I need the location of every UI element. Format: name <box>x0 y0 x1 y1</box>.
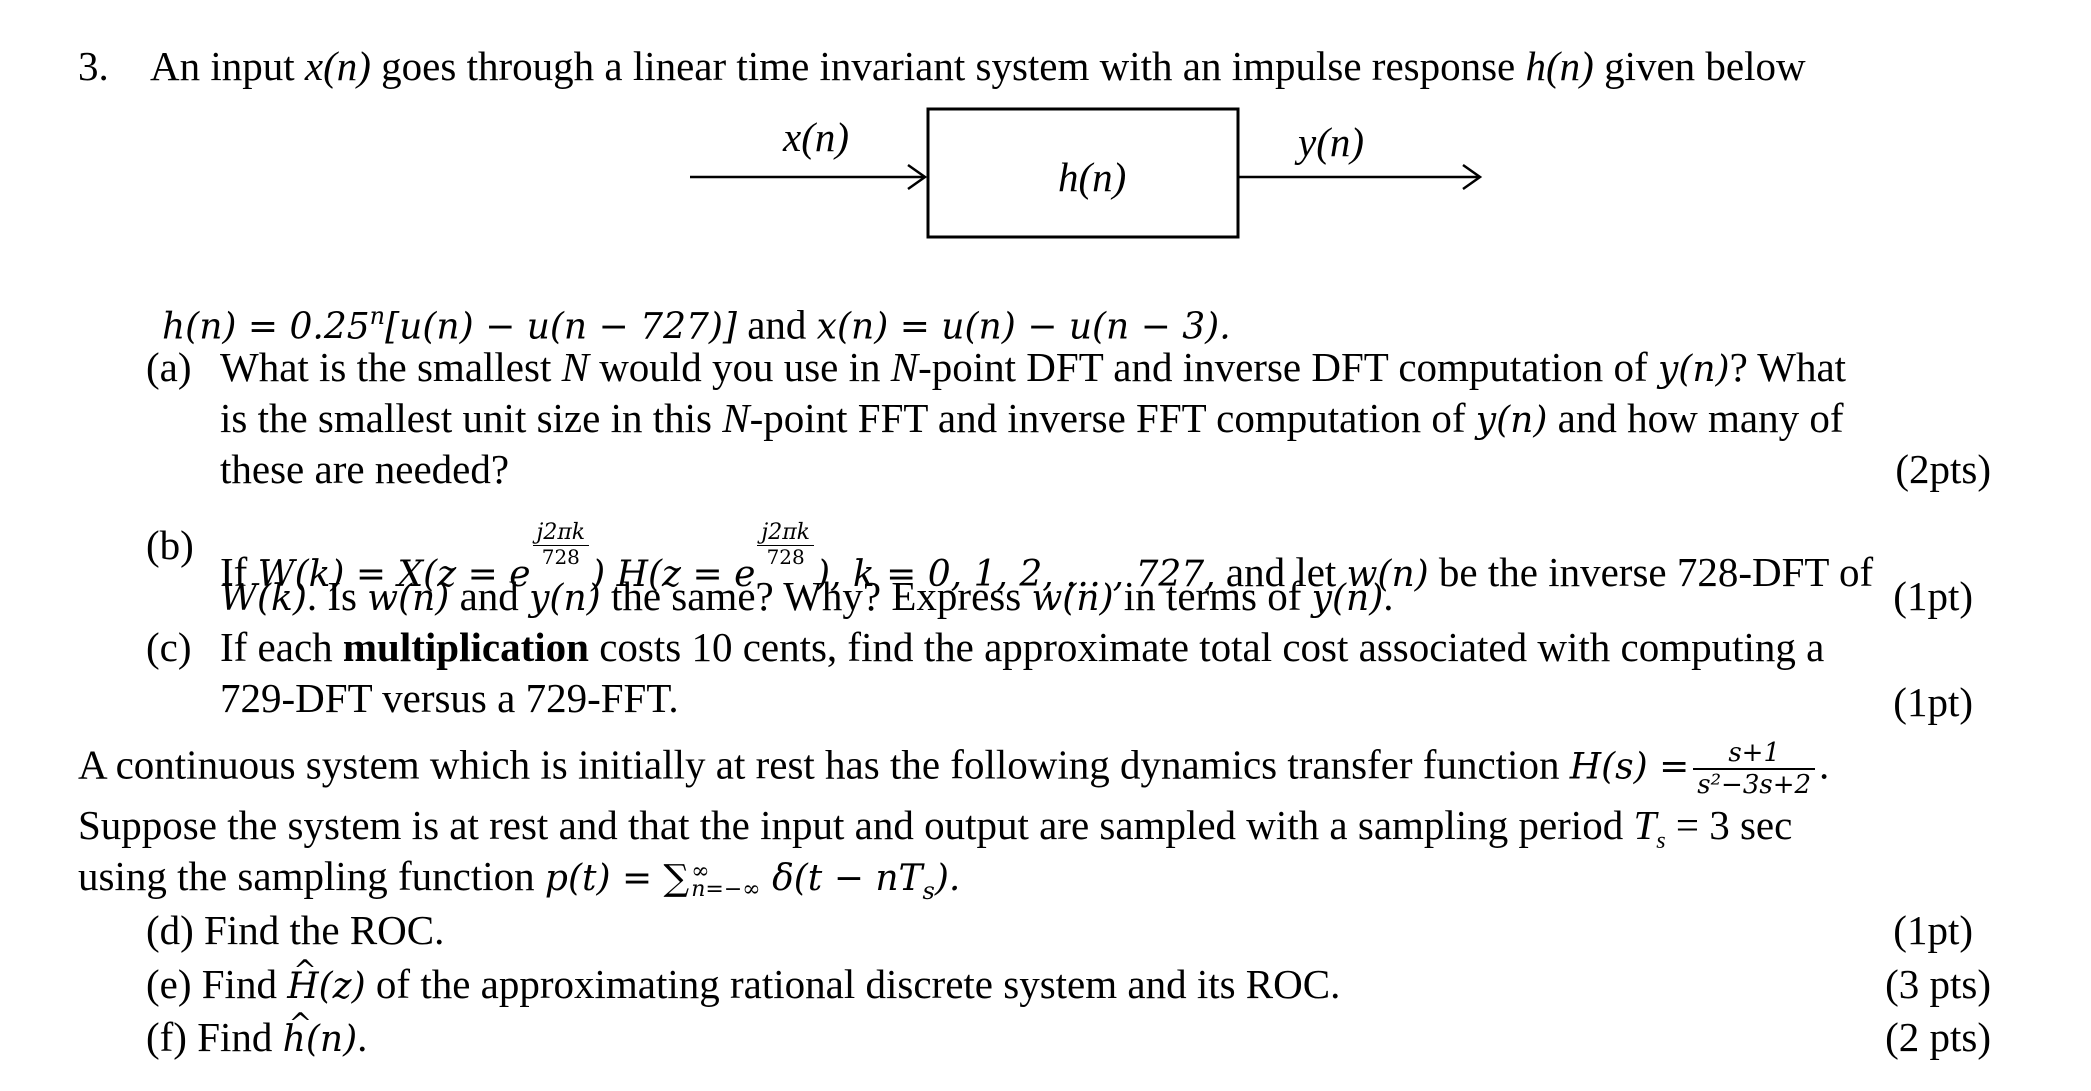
intro-text-3: given below <box>1593 43 1806 89</box>
part-a-line-1: What is the smallest N would you use in … <box>220 344 1847 390</box>
continuous-line-3: using the sampling function p(t) = ∑∞n=−… <box>78 853 961 906</box>
h-hat-symbol: h <box>283 1000 313 1064</box>
part-b-label: (b) <box>146 522 194 568</box>
problem-number: 3. <box>78 43 109 89</box>
part-c-line-2: 729-DFT versus a 729-FFT. <box>220 675 679 721</box>
box-label: h(n) <box>1058 154 1127 200</box>
input-arrow-head <box>907 163 928 191</box>
part-a-points: (2pts) <box>1895 446 1991 492</box>
part-a-line-3: these are needed? <box>220 446 510 492</box>
output-arrow-head <box>1462 163 1483 191</box>
part-c-line-1: If each multiplication costs 10 cents, f… <box>220 624 1825 670</box>
intro-x-symbol: x(n) <box>304 43 371 89</box>
part-e-points: (3 pts) <box>1885 961 1991 1007</box>
part-c-points: (1pt) <box>1893 679 1973 725</box>
continuous-line-1: A continuous system which is initially a… <box>78 738 1830 800</box>
part-e-text: (e) Find H(z) of the approximating ratio… <box>146 947 1340 1011</box>
part-d-text: (d) Find the ROC. <box>146 907 445 953</box>
intro-h-symbol: h(n) <box>1525 43 1594 89</box>
part-c-label: (c) <box>146 624 192 670</box>
part-d-points: (1pt) <box>1893 907 1973 953</box>
part-a-label: (a) <box>146 344 192 390</box>
h-exponent: n <box>369 302 386 330</box>
output-label: y(n) <box>1298 119 1365 165</box>
part-f-points: (2 pts) <box>1885 1014 1991 1060</box>
system-box <box>926 107 1240 239</box>
h-definition: h(n) = 0.25 <box>162 306 370 348</box>
sum-limits: ∞n=−∞ <box>691 858 761 902</box>
input-label: x(n) <box>783 114 850 160</box>
part-b-points: (1pt) <box>1893 573 1973 619</box>
part-b-line-2: W(k). Is w(n) and y(n) the same? Why? Ex… <box>220 573 1394 619</box>
part-f-text: (f) Find h(n). <box>146 1000 367 1064</box>
block-diagram <box>690 107 1483 239</box>
continuous-line-2: Suppose the system is at rest and that t… <box>78 802 1793 855</box>
intro-text-2: goes through a linear time invariant sys… <box>370 43 1526 89</box>
h-definition-rest: [u(n) − u(n − 727)] <box>385 306 737 348</box>
definition-and: and <box>736 301 817 348</box>
x-definition: x(n) = u(n) − u(n − 3). <box>816 306 1231 348</box>
part-a-line-2: is the smallest unit size in this N-poin… <box>220 395 1844 441</box>
problem-intro: An input x(n) goes through a linear time… <box>150 42 1806 90</box>
definition-line: h(n) = 0.25n[u(n) − u(n − 727)] and x(n)… <box>162 292 1231 352</box>
intro-text-1: An input <box>150 43 305 89</box>
